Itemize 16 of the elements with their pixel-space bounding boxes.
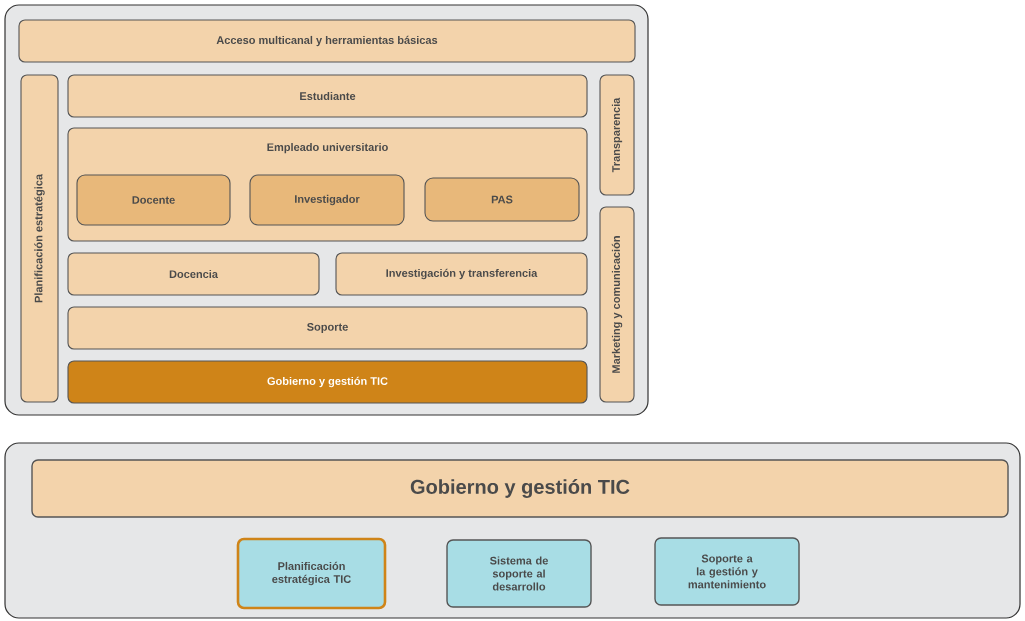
title-box: Gobierno y gestión TIC — [31, 459, 1009, 518]
function-box: Sistema de soporte al desarrollo — [446, 539, 592, 608]
function-box: Soporte a la gestión y mantenimiento — [654, 537, 800, 606]
category-box: Soporte — [67, 306, 588, 350]
category-box: Investigación y transferencia — [335, 252, 588, 296]
side-bar-box: Transparencia — [599, 74, 635, 196]
category-box: Acceso multicanal y herramientas básicas — [18, 19, 636, 63]
sub-category-box: PAS — [424, 177, 580, 222]
function-box: Planificación estratégica TIC — [236, 537, 387, 610]
side-bar-box: Planificación estratégica — [20, 74, 59, 403]
highlighted-box: Gobierno y gestión TIC — [67, 360, 588, 404]
sub-category-box: Docente — [76, 174, 231, 226]
side-bar-box: Marketing y comunicación — [599, 206, 635, 403]
sub-category-box: Investigador — [249, 174, 405, 226]
category-box: Docencia — [67, 252, 320, 296]
category-box: Estudiante — [67, 74, 588, 118]
